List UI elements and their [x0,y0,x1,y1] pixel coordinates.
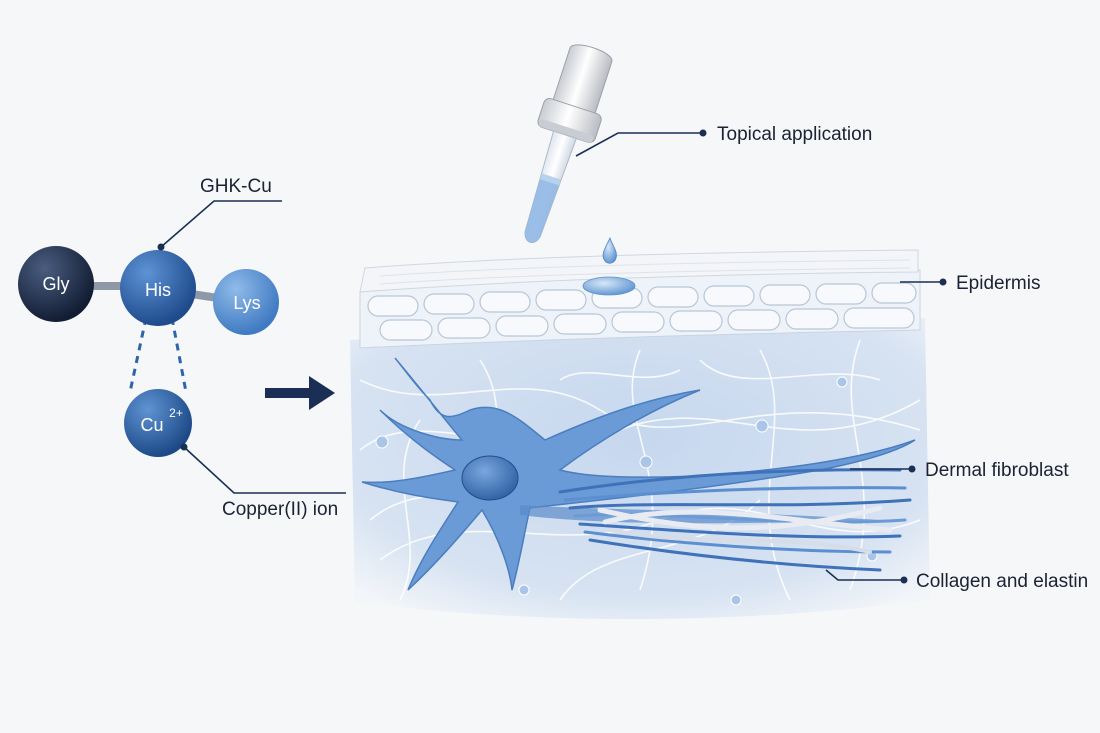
cu-label: Cu [140,415,163,435]
callout-lines [160,132,943,581]
dermal-fibroblast-label: Dermal fibroblast [925,460,1069,481]
lys-label: Lys [233,293,260,313]
coordination-bond-left [128,317,148,393]
dermis-droplets [375,376,878,606]
ghk-cu-molecule: Gly His Lys Cu 2+ [18,246,279,457]
serum-drop [602,236,617,264]
coordination-bond-right [170,317,188,393]
callout-dots [157,129,947,584]
ghk-cu-label: GHK-Cu [200,176,272,197]
skin-block [350,249,930,620]
cu-atom [124,389,192,457]
his-label: His [145,280,171,300]
his-atom [120,250,196,326]
dropper [524,44,636,296]
stratum-corneum [359,249,919,293]
copper-ion-label: Copper(II) ion [222,499,338,520]
topical-application-label: Topical application [717,124,872,145]
collagen-elastin-fibres [558,468,912,572]
lys-atom [213,269,279,335]
gly-atom [18,246,94,322]
cu-charge-label: 2+ [169,406,183,420]
process-arrow [265,376,335,410]
fibroblast-nucleus [461,455,519,501]
serum-puddle [582,276,636,296]
gly-label: Gly [43,274,70,294]
collagen-elastin-label: Collagen and elastin [916,571,1088,592]
epidermis-label: Epidermis [956,273,1040,294]
dermis-layer [350,318,930,620]
